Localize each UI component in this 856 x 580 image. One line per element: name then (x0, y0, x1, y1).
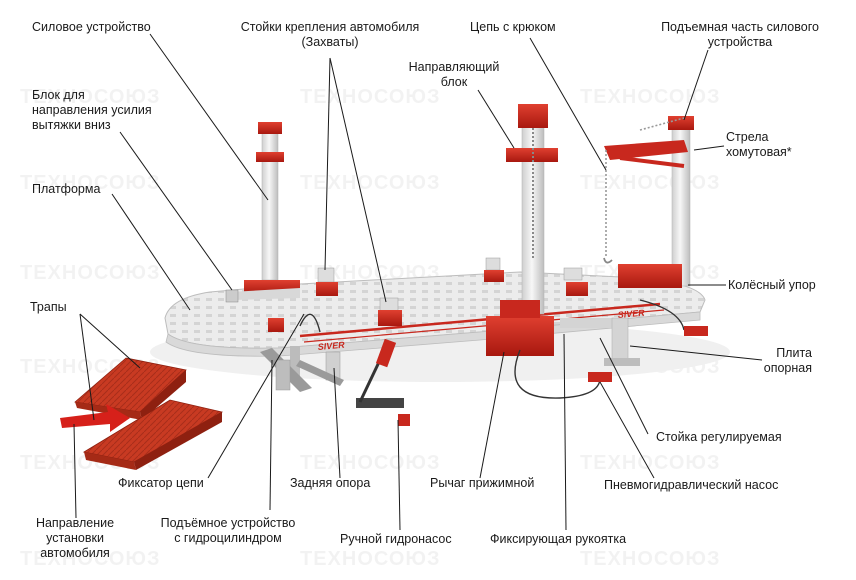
watermark: ТЕХНОСОЮЗ (20, 172, 161, 194)
label-direction-line3: автомобиля (40, 546, 110, 560)
label-direction: Направление установки автомобиля (26, 516, 124, 561)
label-direction-line2: установки (46, 531, 104, 545)
label-clamps-title: Стойки крепления автомобиля (240, 20, 420, 34)
label-clamp-arm-line1: Стрела (726, 130, 769, 144)
label-clamp-arm: Стрела хомутовая* (726, 130, 792, 160)
watermark: ТЕХНОСОЮЗ (300, 548, 441, 570)
label-base-plate-line2: опорная (763, 361, 812, 375)
label-base-plate-line1: Плита (776, 346, 812, 360)
label-guide-block-line2: блок (440, 75, 468, 89)
label-guide-block: Направляющий блок (398, 60, 510, 90)
watermark: ТЕХНОСОЮЗ (20, 86, 161, 108)
label-hyd-lift: Подъёмное устройство с гидроцилиндром (148, 516, 308, 546)
label-direction-line1: Направление (35, 516, 115, 530)
label-pneumo-pump: Пневмогидравлический насос (604, 478, 779, 492)
label-rear-support: Задняя опора (290, 476, 371, 490)
label-down-block-line1: Блок для (32, 88, 85, 102)
label-down-block-line3: вытяжки вниз (32, 118, 111, 132)
label-power-lift-line1: Подъемная часть силового (661, 20, 819, 34)
clamps (225, 257, 588, 332)
watermark: ТЕХНОСОЮЗ (580, 452, 721, 474)
label-down-block: Блок для направления усилия вытяжки вниз (32, 88, 152, 133)
power-unit-right (603, 116, 694, 288)
label-lock-handle: Фиксирующая рукоятка (490, 532, 627, 546)
power-unit-left (230, 122, 300, 300)
watermark: ТЕХНОСОЮЗ (580, 548, 721, 570)
watermark: ТЕХНОСОЮЗ (300, 86, 441, 108)
label-wheel-stop: Колёсный упор (728, 278, 816, 292)
label-chain-lock: Фиксатор цепи (118, 476, 204, 490)
watermark: ТЕХНОСОЮЗ (580, 86, 721, 108)
platform-marking: SIVER (317, 340, 345, 352)
label-hyd-lift-line2: с гидроцилиндром (174, 531, 282, 545)
label-platform: Платформа (32, 182, 101, 196)
watermark: ТЕХНОСОЮЗ (300, 452, 441, 474)
platform-marking: SIVER (617, 308, 645, 320)
hydraulics (275, 299, 708, 426)
label-press-lever: Рычаг прижимной (430, 476, 535, 490)
guide-tower (486, 104, 558, 356)
watermark: ТЕХНОСОЮЗ (20, 262, 161, 284)
leader-lines (73, 33, 763, 531)
ramps (74, 357, 224, 470)
watermark: ТЕХНОСОЮЗ (20, 548, 161, 570)
label-hand-pump: Ручной гидронасос (340, 532, 452, 546)
label-hook-chain: Цепь с крюком (470, 20, 556, 34)
label-power-lift: Подъемная часть силового устройства (640, 20, 840, 50)
label-base-plate: Плита опорная (740, 346, 812, 376)
label-power-lift-line2: устройства (707, 35, 773, 49)
label-adjustable-post: Стойка регулируемая (656, 430, 782, 444)
label-clamp-arm-line2: хомутовая* (726, 145, 792, 159)
label-clamps-sub: (Захваты) (301, 35, 359, 49)
direction-arrow (60, 404, 130, 432)
watermark: ТЕХНОСОЮЗ (300, 172, 441, 194)
label-ramps: Трапы (30, 300, 67, 314)
label-power-unit: Силовое устройство (32, 20, 151, 34)
label-down-block-line2: направления усилия (32, 103, 152, 117)
label-clamps: Стойки крепления автомобиля (Захваты) (224, 20, 436, 50)
label-guide-block-line1: Направляющий (408, 60, 500, 74)
label-hyd-lift-line1: Подъёмное устройство (160, 516, 296, 530)
